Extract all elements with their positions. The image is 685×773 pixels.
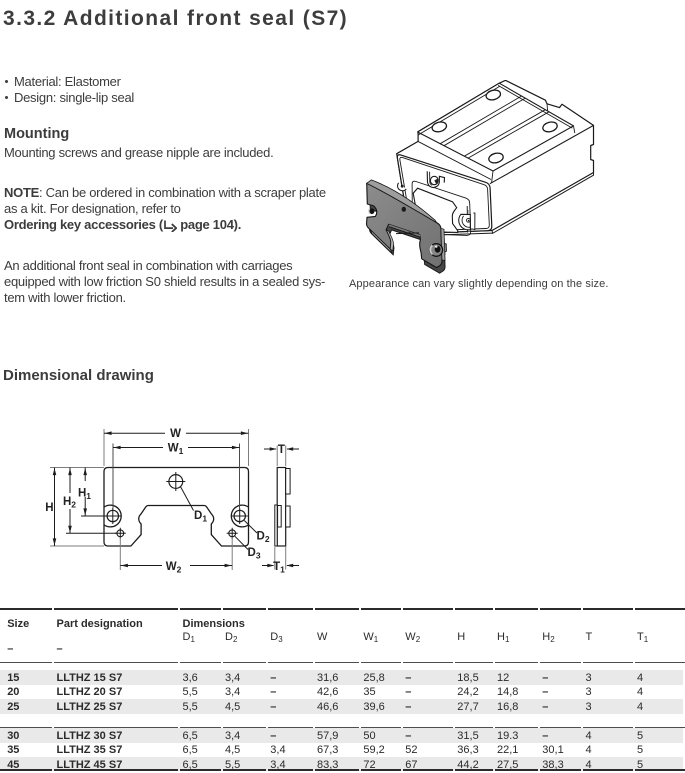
svg-text:T: T xyxy=(278,444,285,456)
svg-text:H2: H2 xyxy=(63,496,76,510)
svg-text:W1: W1 xyxy=(168,443,184,457)
svg-text:W: W xyxy=(170,428,181,440)
svg-text:W2: W2 xyxy=(166,561,182,575)
svg-text:D3: D3 xyxy=(248,547,261,561)
svg-text:D1: D1 xyxy=(194,510,207,524)
svg-text:T1: T1 xyxy=(273,561,285,575)
svg-text:H1: H1 xyxy=(78,488,91,502)
svg-text:D2: D2 xyxy=(257,531,270,545)
svg-text:H: H xyxy=(45,502,53,514)
